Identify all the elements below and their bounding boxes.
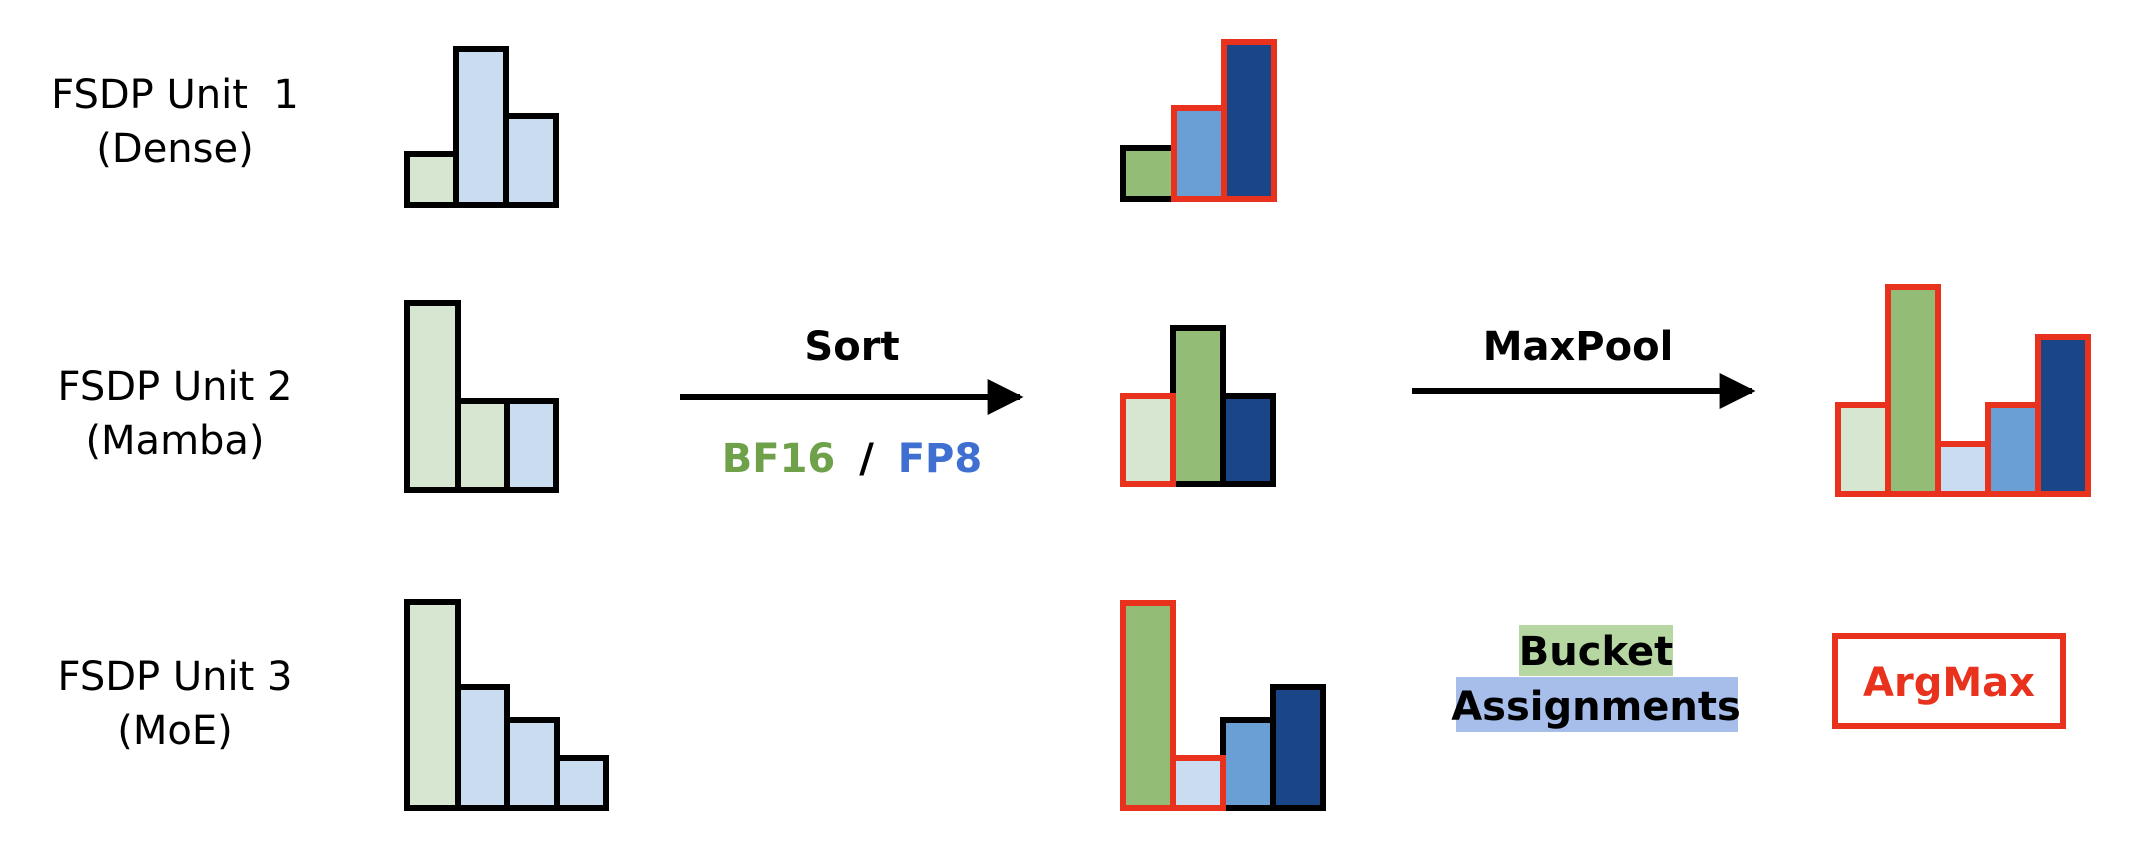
unit-3-label-line1: FSDP Unit 3	[58, 654, 293, 700]
maxpool-bar-5	[2035, 334, 2091, 497]
unit1-orig-bar-3	[503, 113, 559, 208]
unit2-orig-bar-2	[455, 398, 510, 493]
precision-separator: /	[859, 436, 874, 482]
unit2-sorted-bar-2	[1170, 325, 1226, 487]
unit3-orig-bar-4	[554, 755, 609, 811]
unit1-orig-bar-1	[404, 151, 459, 208]
unit-3-label-line2: (MoE)	[117, 708, 232, 754]
argmax-box	[1832, 633, 2066, 729]
maxpool-bar-2	[1885, 284, 1941, 497]
unit3-sorted-bar-1	[1120, 600, 1176, 811]
fp8-label: FP8	[898, 436, 982, 482]
maxpool-label: MaxPool	[1483, 324, 1674, 370]
unit2-orig-bar-3	[504, 398, 559, 493]
unit3-sorted-bar-4	[1270, 684, 1326, 811]
maxpool-bar-3	[1935, 441, 1991, 497]
unit-1-label-line2: (Dense)	[96, 126, 253, 172]
unit3-sorted-bar-2	[1170, 755, 1226, 811]
bucket-highlight	[1519, 625, 1673, 676]
unit3-sorted-bar-3	[1220, 717, 1276, 811]
bucket-label: Bucket	[1519, 629, 1673, 675]
maxpool-bar-4	[1985, 402, 2041, 497]
bf16-label: BF16	[722, 436, 835, 482]
unit-2-label-line2: (Mamba)	[85, 418, 264, 464]
argmax-label: ArgMax	[1863, 660, 2035, 706]
bar-groups	[404, 39, 2091, 811]
unit1-sorted-bar-3	[1221, 39, 1277, 202]
unit2-sorted-bar-3	[1220, 393, 1276, 487]
unit-1-label-line1: FSDP Unit 1	[51, 72, 299, 118]
sort-label: Sort	[804, 324, 899, 370]
unit3-orig-bar-1	[404, 599, 461, 811]
unit2-orig-bar-1	[404, 300, 461, 493]
precision-label: BF16 / FP8	[722, 436, 982, 482]
assignments-label: Assignments	[1451, 684, 1741, 730]
unit1-orig-bar-2	[453, 46, 509, 208]
maxpool-bar-1	[1835, 402, 1891, 497]
unit1-sorted-bar-1	[1120, 145, 1177, 202]
unit3-orig-bar-2	[455, 684, 510, 811]
unit-2-label-line1: FSDP Unit 2	[58, 364, 293, 410]
unit3-orig-bar-3	[504, 717, 560, 811]
unit2-sorted-bar-1	[1120, 393, 1176, 487]
unit1-sorted-bar-2	[1171, 105, 1227, 202]
assignments-highlight	[1456, 677, 1738, 732]
